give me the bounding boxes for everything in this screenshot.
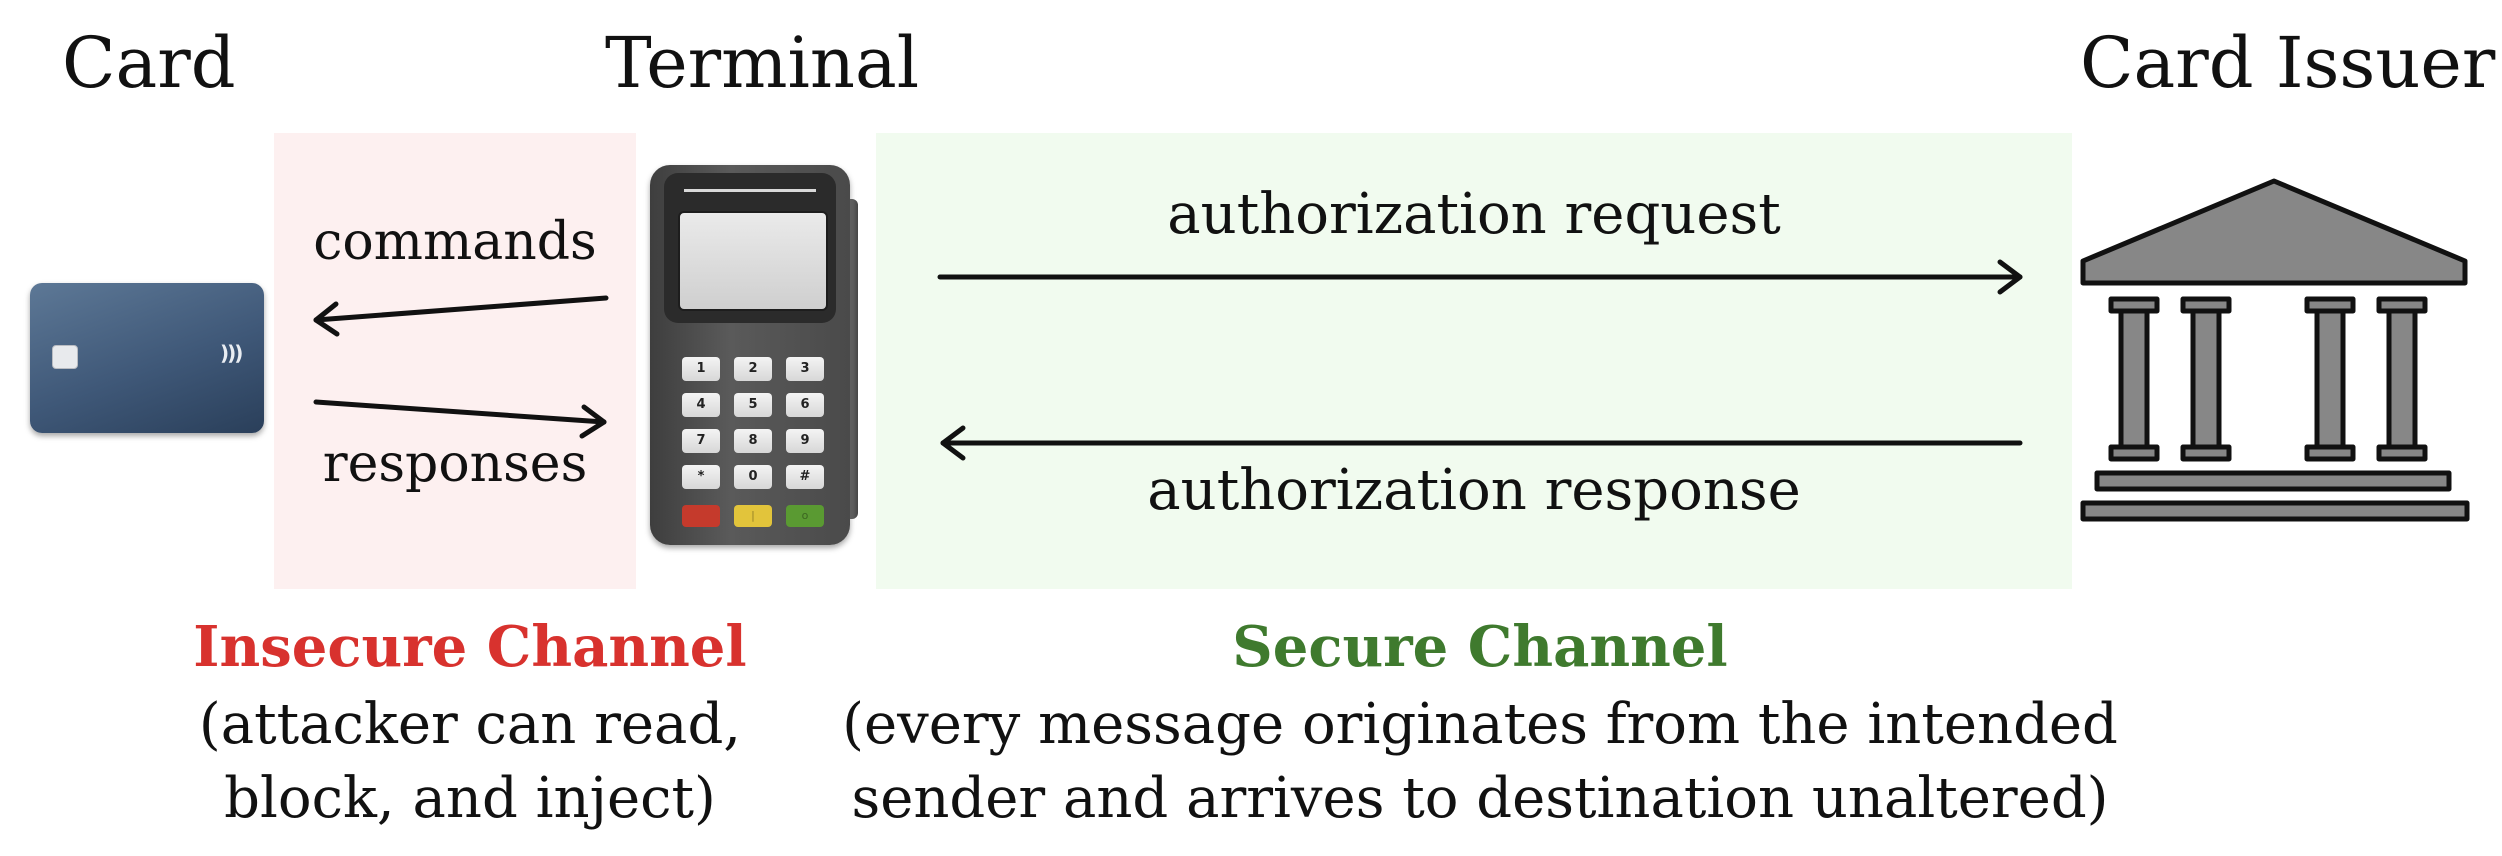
enter-key: o xyxy=(786,505,824,527)
terminal-screen xyxy=(678,211,828,311)
authorization-request-label: authorization request xyxy=(1167,182,1781,247)
commands-label: commands xyxy=(313,212,597,272)
key-6: 6 xyxy=(786,393,824,417)
secure-channel-zone xyxy=(876,133,2072,589)
clear-key: | xyxy=(734,505,772,527)
key-7: 7 xyxy=(682,429,720,453)
key-hash: # xyxy=(786,465,824,489)
card-terminal-icon: 1 2 3 4 5 6 7 8 9 * 0 # | o xyxy=(650,165,864,545)
secure-description-line2: sender and arrives to destination unalte… xyxy=(851,766,2109,831)
keypad: 1 2 3 4 5 6 7 8 9 * 0 # xyxy=(682,357,826,489)
insecure-channel-title: Insecure Channel xyxy=(193,614,747,680)
key-5: 5 xyxy=(734,393,772,417)
insecure-description-line2: block, and inject) xyxy=(224,766,716,831)
insecure-channel-description: (attacker can read, block, and inject) xyxy=(140,688,800,836)
bank-building-icon xyxy=(2080,178,2470,522)
authorization-response-label: authorization response xyxy=(1147,458,1801,523)
credit-card-icon: ))) xyxy=(30,283,264,433)
insecure-description-line1: (attacker can read, xyxy=(198,692,742,757)
terminal-heading: Terminal xyxy=(605,22,920,104)
key-2: 2 xyxy=(734,357,772,381)
secure-description-line1: (every message originates from the inten… xyxy=(842,692,2118,757)
key-3: 3 xyxy=(786,357,824,381)
key-8: 8 xyxy=(734,429,772,453)
contactless-icon: ))) xyxy=(220,341,243,365)
cancel-key xyxy=(682,505,720,527)
card-heading: Card xyxy=(62,22,236,104)
chip-icon xyxy=(52,345,78,369)
responses-label: responses xyxy=(322,434,588,494)
key-0: 0 xyxy=(734,465,772,489)
key-1: 1 xyxy=(682,357,720,381)
key-star: * xyxy=(682,465,720,489)
key-9: 9 xyxy=(786,429,824,453)
secure-channel-title: Secure Channel xyxy=(1232,614,1728,680)
secure-channel-description: (every message originates from the inten… xyxy=(820,688,2140,836)
key-4: 4 xyxy=(682,393,720,417)
insecure-channel-zone xyxy=(274,133,636,589)
issuer-heading: Card Issuer xyxy=(2080,22,2496,104)
